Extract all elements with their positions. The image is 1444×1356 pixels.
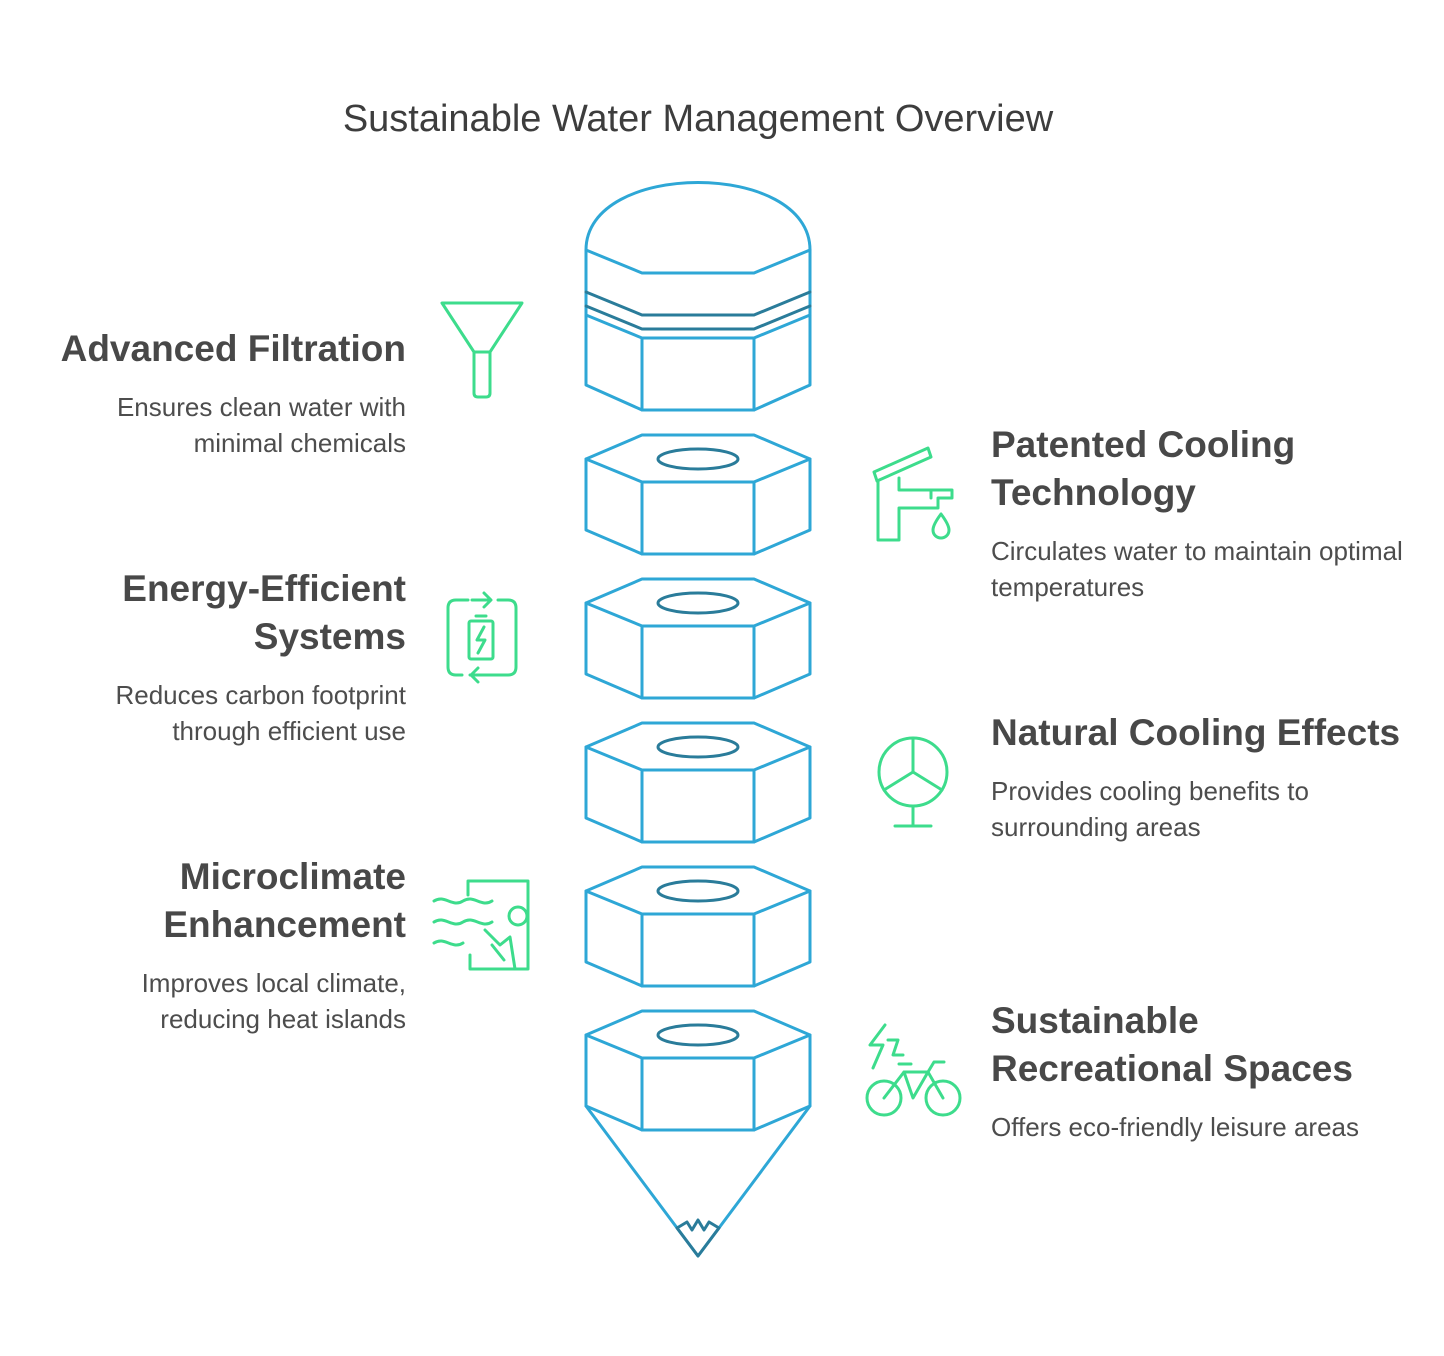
item-heading: Advanced Filtration [60, 328, 406, 369]
item-description: Offers eco-friendly leisure areas [991, 1112, 1360, 1142]
faucet-icon [872, 446, 954, 542]
stack-nut-5-tip [584, 1009, 812, 1258]
item-energy-efficient: Energy-Efficient Systems Reduces carbon … [40, 565, 406, 749]
item-description: Ensures clean water with minimal chemica… [116, 392, 406, 458]
item-description: Reduces carbon footprint through efficie… [115, 680, 406, 746]
stack-top-cap [584, 181, 812, 412]
item-description: Improves local climate, reducing heat is… [141, 968, 406, 1034]
item-heading: Microclimate Enhancement [163, 856, 406, 945]
item-heading: Patented Cooling Technology [991, 424, 1296, 513]
stack-nut-3 [584, 721, 812, 844]
item-patented-cooling: Patented Cooling Technology Circulates w… [991, 421, 1411, 605]
item-recreational-spaces: Sustainable Recreational Spaces Offers e… [991, 997, 1411, 1145]
item-advanced-filtration: Advanced Filtration Ensures clean water … [40, 325, 406, 461]
page-title: Sustainable Water Management Overview [342, 98, 1054, 140]
item-microclimate: Microclimate Enhancement Improves local … [40, 853, 406, 1037]
stack-nut-1 [584, 433, 812, 556]
fan-icon [877, 736, 949, 828]
item-description: Circulates water to maintain optimal tem… [991, 536, 1403, 602]
wind-climate-icon [432, 879, 530, 971]
item-heading: Natural Cooling Effects [991, 712, 1401, 753]
stack-nut-4 [584, 865, 812, 988]
item-heading: Energy-Efficient Systems [122, 568, 406, 657]
item-heading: Sustainable Recreational Spaces [991, 1000, 1353, 1089]
item-natural-cooling: Natural Cooling Effects Provides cooling… [991, 709, 1411, 845]
bolt-stack [584, 181, 812, 1258]
funnel-icon [440, 301, 524, 399]
battery-cycle-icon [446, 591, 518, 684]
e-bike-icon [865, 1023, 962, 1117]
item-description: Provides cooling benefits to surrounding… [991, 776, 1309, 842]
stack-nut-2 [584, 577, 812, 700]
